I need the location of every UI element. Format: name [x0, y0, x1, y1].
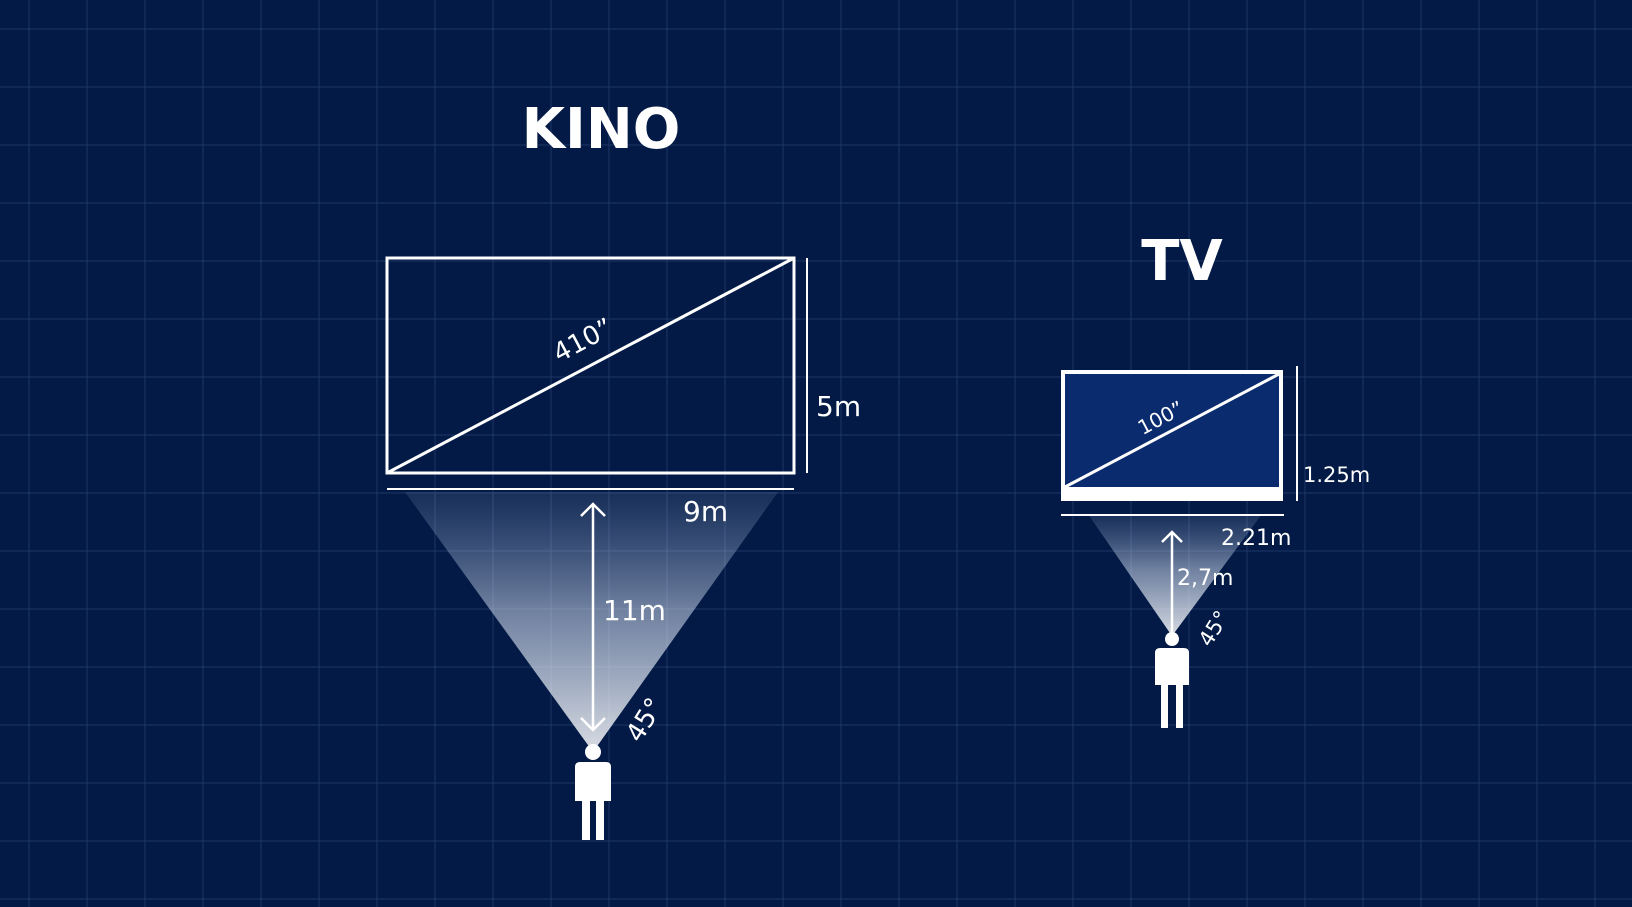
cinema-distance-arrowhead-up — [580, 502, 606, 517]
tv-height-label: 1.25m — [1303, 463, 1370, 487]
tv-title: TV — [1141, 229, 1223, 294]
tv-distance-arrowhead-up — [1161, 530, 1183, 543]
cinema-width-label: 9m — [683, 495, 728, 528]
tv-viewing-cone — [1088, 514, 1262, 636]
cinema-viewing-cone — [405, 492, 778, 752]
cinema-screen — [385, 256, 796, 475]
tv-group: TV 100” 1.25m 2.21m 2,7m 45° — [1061, 229, 1370, 728]
tv-diagonal-line — [1064, 372, 1280, 489]
tv-distance-label: 2,7m — [1177, 566, 1233, 591]
cinema-diagonal-line — [386, 256, 795, 475]
cinema-height-label: 5m — [816, 390, 861, 423]
tv-width-label: 2.21m — [1221, 526, 1291, 551]
cinema-viewer-person-icon — [575, 744, 611, 840]
tv-viewer-person-icon — [1155, 632, 1189, 728]
cinema-title: KINO — [522, 97, 681, 162]
cinema-distance-arrowhead-down — [580, 717, 606, 732]
cinema-distance-label: 11m — [603, 594, 666, 627]
